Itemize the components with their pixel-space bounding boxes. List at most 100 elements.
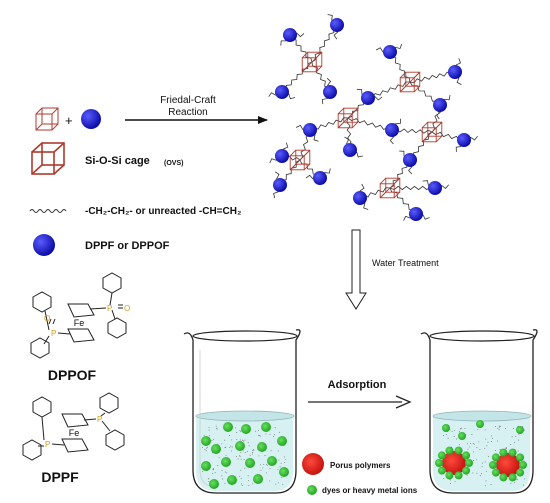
sediment-dot (486, 445, 488, 447)
network-cage (301, 51, 323, 73)
sediment-dot (515, 435, 517, 437)
adsorbed-ion (489, 461, 497, 469)
sediment-dot (480, 473, 482, 475)
adsorbed-ion (499, 448, 508, 457)
sediment-dot (484, 485, 486, 487)
network-node (275, 85, 289, 99)
network-node (433, 98, 447, 112)
adsorbed-ion (445, 471, 454, 480)
sediment-dot (454, 481, 456, 483)
adsorbed-ion (519, 461, 527, 469)
network-node (303, 123, 317, 137)
sediment-dot (518, 433, 520, 435)
sediment-dot (216, 427, 217, 429)
sediment-dot (484, 429, 486, 431)
sediment-dot (231, 446, 233, 448)
reaction-label-line1: Friedal-Craft (160, 95, 216, 106)
polymer-particle (496, 453, 520, 477)
sediment-dot (499, 449, 501, 450)
sediment-dot (208, 426, 210, 428)
sediment-dot (258, 430, 259, 432)
network-linker (311, 25, 339, 63)
sediment-dot (479, 449, 481, 451)
sediment-dot (229, 435, 231, 437)
sediment-dot (458, 431, 460, 432)
sediment-dot (496, 440, 498, 442)
sediment-dot (498, 426, 500, 428)
sediment-dot (514, 482, 516, 484)
sediment-dot (449, 429, 451, 431)
network-node (330, 18, 344, 32)
network-linker (280, 61, 313, 92)
sediment-dot (247, 479, 249, 481)
free-ion (257, 442, 267, 452)
sediment-dot (499, 425, 501, 427)
reaction-label-line2: Reaction (168, 107, 207, 118)
network-linker (367, 81, 410, 99)
sediment-dot (488, 456, 490, 458)
sediment-dot (266, 472, 268, 474)
sediment-dot (270, 450, 272, 452)
free-ion (227, 475, 237, 485)
sediment-dot (482, 462, 484, 464)
sediment-dot (212, 468, 214, 469)
sediment-dot (224, 482, 226, 484)
sediment-dot (259, 435, 261, 437)
sediment-dot (264, 455, 266, 456)
sediment-dot (262, 467, 264, 469)
sediment-dot (277, 450, 279, 452)
free-ion (201, 436, 211, 446)
adsorbed-ion (445, 446, 454, 455)
sediment-dot (485, 470, 487, 472)
sediment-dot (278, 459, 280, 461)
network-node (383, 45, 397, 59)
legend-ion-label: dyes or heavy metal ions (322, 486, 418, 495)
sediment-dot (265, 463, 267, 465)
sediment-dot (443, 435, 444, 437)
sediment-dot (248, 445, 250, 447)
adsorbed-ion (491, 453, 500, 462)
adsorbed-ion (435, 459, 443, 467)
legend-polymer-icon (302, 453, 324, 475)
sediment-dot (221, 443, 223, 445)
sediment-dot (208, 481, 210, 483)
legend-polymer-label: Porus polymers (330, 461, 391, 470)
network-cage (337, 107, 359, 129)
sediment-dot (244, 467, 246, 469)
dppof-o-left: O (44, 314, 50, 323)
legend-cage-small-icon (35, 107, 59, 131)
free-ion (241, 424, 251, 434)
sediment-dot (446, 434, 448, 436)
sediment-dot (236, 432, 238, 433)
sediment-dot (224, 447, 226, 449)
legend-linker-label: -CH₂-CH₂- or unreacted -CH=CH₂ (85, 206, 241, 217)
sediment-dot (239, 455, 241, 457)
network-node (409, 207, 423, 221)
adsorption-arrow-head (395, 395, 412, 409)
network-cage (399, 71, 421, 93)
network-node (428, 181, 442, 195)
sediment-dot (216, 428, 218, 430)
network-linker (347, 117, 392, 132)
sediment-dot (522, 425, 524, 427)
sediment-dot (240, 477, 242, 479)
sediment-dot (473, 443, 475, 445)
sediment-dot (221, 469, 223, 471)
adsorbed-ion (516, 468, 525, 477)
sediment-dot (249, 454, 251, 456)
sediment-dot (453, 436, 455, 438)
sediment-dot (518, 439, 520, 441)
sediment-dot (230, 445, 232, 447)
dppf-p-right: P (97, 415, 102, 424)
sediment-dot (205, 450, 207, 452)
sediment-dot (478, 441, 480, 443)
sediment-dot (274, 427, 276, 429)
adsorption-label: Adsorption (328, 379, 387, 391)
sediment-dot (472, 442, 474, 444)
sediment-dot (275, 483, 277, 485)
free-ion (458, 432, 466, 440)
sediment-dot (464, 428, 466, 429)
sediment-dot (510, 482, 512, 484)
dppof-name: DPPOF (48, 367, 97, 383)
free-ion (476, 420, 484, 428)
